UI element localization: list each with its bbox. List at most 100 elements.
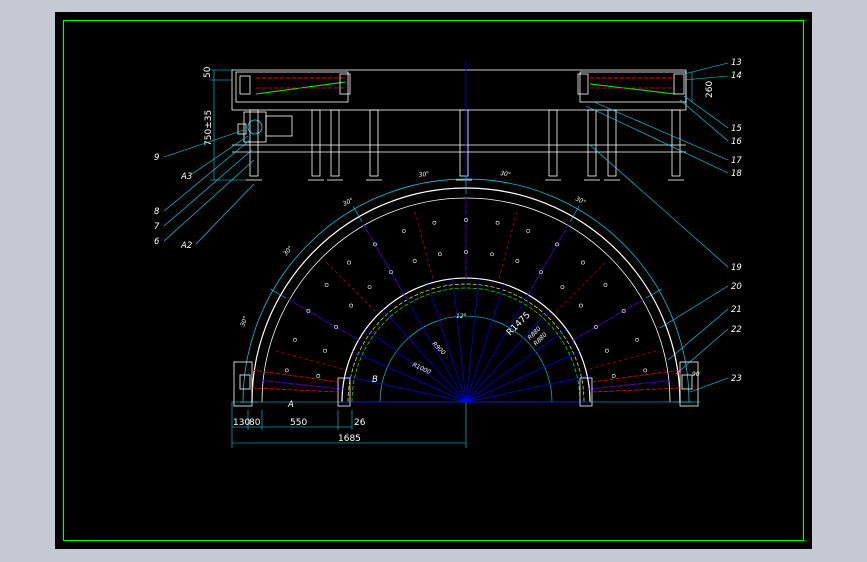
roller-hole (490, 252, 494, 257)
angle-label-4: 30° (418, 171, 430, 179)
angle-label-6: 30° (574, 195, 587, 206)
segment-divider-minor (324, 260, 376, 312)
segment-divider-minor (272, 349, 343, 370)
callout-a2: A2 (180, 241, 192, 251)
callout-22: 22 (731, 325, 742, 335)
center-angle-label: 12° (456, 313, 467, 320)
segment-divider-minor (498, 208, 519, 279)
radial-line (465, 278, 480, 403)
roller-hole (284, 368, 289, 373)
roller-hole (555, 242, 559, 247)
dim-height-top: 50 (203, 66, 213, 78)
radial-line (352, 351, 467, 403)
callout-19: 19 (731, 263, 742, 273)
radial-line (344, 375, 467, 403)
side-frame (231, 69, 687, 111)
roller-hole (324, 283, 329, 287)
roller-hole (603, 283, 608, 287)
callout-16: 16 (731, 137, 742, 147)
radial-line (382, 309, 467, 403)
segment-divider-edge (586, 380, 671, 390)
dim-26: 26 (354, 418, 366, 428)
callout-7: 7 (154, 222, 160, 232)
callout-6: 6 (154, 237, 160, 247)
dim-height-total: 750±35 (204, 110, 214, 146)
bottom-dimension-lines (232, 410, 466, 444)
roller-hole (526, 229, 531, 233)
roller-hole (579, 303, 583, 308)
marker-b: B (372, 375, 378, 385)
callout-18: 18 (731, 169, 742, 179)
radial-line (452, 278, 467, 403)
dim-130: 130 (233, 418, 250, 428)
roller-hole (412, 259, 417, 263)
support-legs (246, 109, 684, 181)
roller-hole (349, 303, 353, 308)
callout-21: 21 (731, 305, 742, 315)
roller-hole (432, 220, 437, 225)
angle-label-3: 30° (342, 197, 355, 208)
segment-divider-minor (556, 260, 608, 312)
radial-lines (240, 176, 692, 403)
roller-hole (611, 374, 616, 378)
angle-label-2: 30° (282, 245, 294, 258)
side-view: 50 750±35 260 (203, 62, 715, 185)
arc-end-units (233, 361, 699, 407)
radius-label-4: R1000 (411, 361, 432, 376)
roller-holes (284, 218, 648, 378)
angle-tick (569, 206, 580, 223)
callout-a3: A3 (180, 172, 192, 182)
roller-hole (389, 270, 393, 274)
radial-line (465, 375, 588, 403)
roller-hole (621, 309, 626, 313)
callout-14: 14 (731, 71, 742, 81)
roller-hole (334, 325, 338, 329)
roller-hole (464, 250, 468, 254)
radial-line (465, 294, 529, 403)
radial-line (365, 328, 467, 403)
callout-15: 15 (731, 124, 742, 134)
roller-hole (367, 285, 372, 289)
callout-17: 17 (731, 156, 742, 166)
roller-hole (293, 337, 297, 342)
callout-23: 23 (731, 374, 742, 384)
drawing-border (63, 20, 804, 541)
roller-hole (560, 285, 565, 289)
drive-motor (243, 111, 267, 143)
right-conveyor-end (579, 71, 687, 103)
radial-line (465, 328, 567, 403)
roller-hole (438, 252, 442, 257)
callout-13: 13 (731, 58, 742, 68)
dim-550: 550 (290, 418, 307, 428)
radial-line (465, 309, 550, 403)
angle-tick (270, 288, 287, 299)
segment-divider-edge (526, 223, 570, 298)
roller-hole (515, 259, 520, 263)
radial-line (403, 294, 467, 403)
roller-hole (643, 368, 648, 373)
segment-divider-edge (362, 223, 406, 298)
segment-divider-edge (570, 298, 645, 342)
roller-hole (635, 337, 639, 342)
callout-8: 8 (154, 207, 160, 217)
segment-divider-edge (261, 380, 346, 390)
dim-height-right: 260 (705, 81, 715, 98)
right-callout-leaders (585, 62, 729, 393)
roller-hole (316, 374, 321, 378)
roller-hole (605, 348, 609, 353)
roller-hole (464, 218, 468, 222)
callout-9: 9 (154, 153, 159, 163)
roller-hole (373, 242, 377, 247)
roller-hole (581, 260, 585, 265)
marker-a: A (287, 400, 294, 410)
segment-divider-minor (589, 349, 660, 370)
dim-90: 90 (692, 371, 700, 378)
dim-1685: 1685 (338, 434, 361, 444)
angle-label-5: 30° (500, 170, 512, 178)
segment-divider-minor (413, 208, 434, 279)
radial-line (465, 351, 580, 403)
left-callout-leaders (163, 129, 255, 245)
roller-hole (495, 220, 500, 225)
roller-hole (306, 309, 311, 313)
